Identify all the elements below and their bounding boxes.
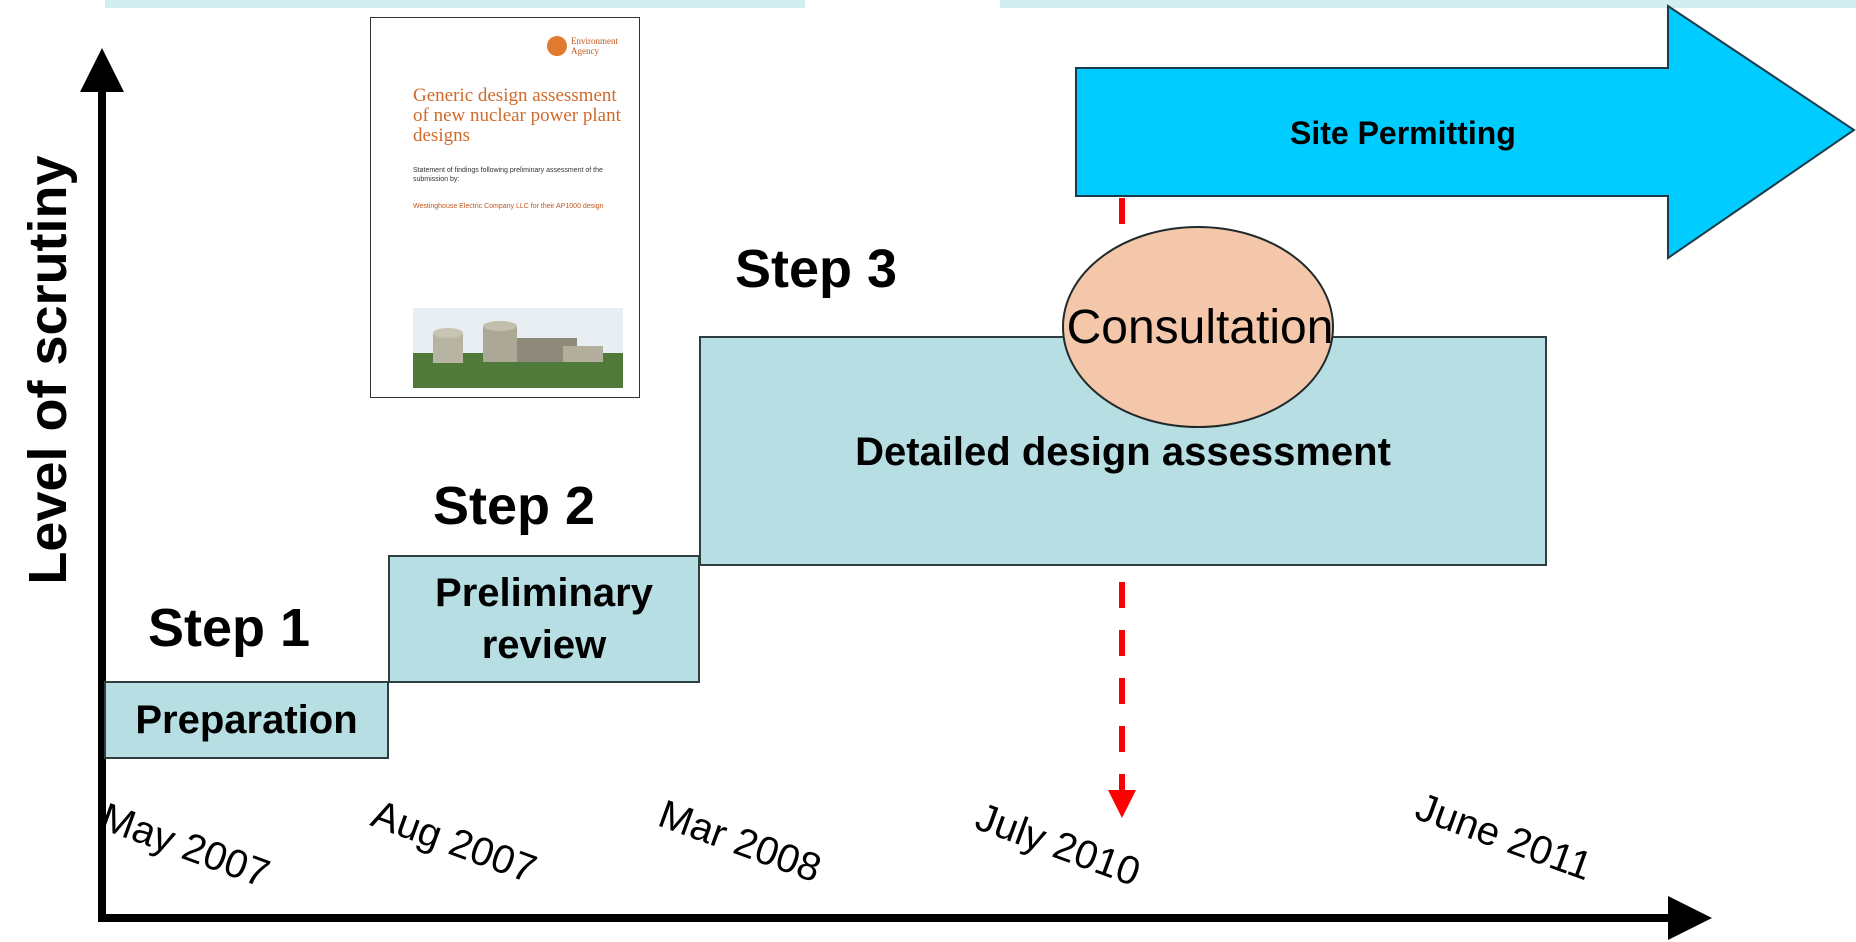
document-title: Generic design assessment of new nuclear… [413, 85, 621, 146]
power-plant-image [413, 308, 623, 388]
top-strip-right [1000, 0, 1856, 8]
site-permitting-arrow [1075, 4, 1856, 260]
y-axis-arrowhead [80, 48, 124, 92]
agency-logo-icon [547, 36, 567, 56]
agency-name: Environment Agency [571, 36, 618, 56]
document-subtitle: Statement of findings following prelimin… [413, 167, 603, 183]
preliminary-review-text: Preliminary review [435, 571, 653, 667]
preparation-text: Preparation [135, 697, 358, 742]
dashed-arrowhead [1108, 790, 1136, 818]
x-axis-arrowhead [1668, 896, 1712, 940]
top-strip-left [105, 0, 805, 8]
document-subject: Westinghouse Electric Company LLC for th… [413, 203, 604, 210]
step-2-label: Step 2 [433, 476, 596, 536]
consultation-text: Consultation [1066, 301, 1334, 354]
step-1-label: Step 1 [148, 598, 311, 658]
preliminary-review-box: Preliminary review [388, 555, 700, 683]
preparation-box: Preparation [104, 681, 389, 759]
step-3-label: Step 3 [735, 239, 898, 299]
document-cover-image: Environment Agency Generic design assess… [370, 17, 640, 398]
consultation-ellipse [1062, 226, 1334, 428]
site-permitting-text: Site Permitting [1290, 115, 1516, 151]
detailed-design-text: Detailed design assessment [855, 430, 1391, 474]
agency-logo: Environment Agency [547, 36, 621, 56]
